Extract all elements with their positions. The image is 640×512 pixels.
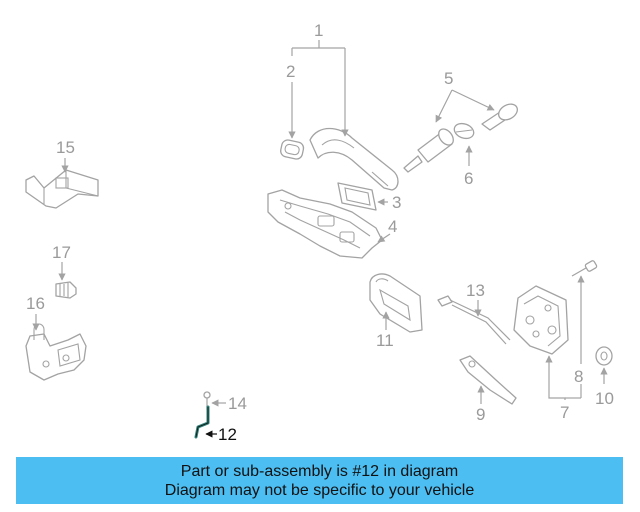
callout-2: 2	[286, 62, 295, 81]
callout-3: 3	[392, 193, 401, 212]
callout-16: 16	[26, 294, 45, 313]
gasket-part-3: 3	[337, 182, 401, 212]
callout-9: 9	[476, 405, 485, 424]
banner-line-1: Part or sub-assembly is #12 in diagram	[180, 462, 459, 480]
callout-15: 15	[56, 138, 75, 157]
banner-line-2: Diagram may not be specific to your vehi…	[164, 481, 475, 499]
rod-part-13: 13	[437, 281, 511, 345]
lock-cylinder-part-5: 5	[403, 69, 518, 173]
pin-part-14: 14	[203, 391, 247, 413]
clip-part-12: 12	[194, 405, 237, 444]
callout-4: 4	[388, 217, 397, 236]
callout-6: 6	[464, 169, 473, 188]
info-banner: Part or sub-assembly is #12 in diagram D…	[16, 457, 623, 504]
inside-handle-part-11: 11	[369, 273, 423, 350]
door-latch-part-7: 7	[513, 285, 581, 422]
bracket-part-15: 15	[25, 138, 99, 209]
parts-diagram: 1 2 3 4 5	[25, 21, 614, 444]
callout-14: 14	[228, 394, 247, 413]
callout-12: 12	[218, 425, 237, 444]
hinge-part-16: 16	[25, 294, 87, 381]
callout-5: 5	[444, 69, 453, 88]
bushing-part-10: 10	[595, 346, 614, 408]
callout-7: 7	[560, 403, 569, 422]
callout-11: 11	[376, 331, 394, 350]
rod-part-8: 8	[571, 260, 598, 398]
callout-1: 1	[314, 21, 323, 40]
callout-8: 8	[574, 367, 583, 386]
callout-13: 13	[466, 281, 485, 300]
retainer-part-6: 6	[453, 122, 475, 188]
bolt-part-17: 17	[52, 243, 77, 299]
handle-frame-part-4: 4	[267, 189, 397, 259]
callout-10: 10	[595, 389, 614, 408]
handle-pad-part-2: 2	[280, 62, 305, 160]
lever-part-9: 9	[459, 355, 517, 424]
outside-handle-part-1: 1	[291, 21, 399, 191]
callout-17: 17	[52, 243, 71, 262]
